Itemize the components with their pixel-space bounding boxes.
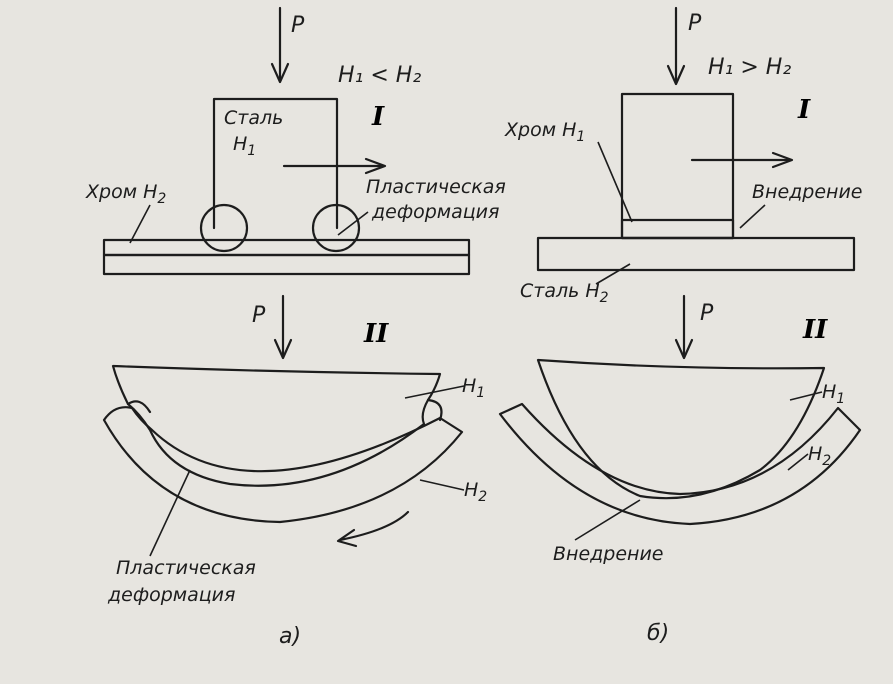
upper-material-label-a: Сталь [224, 107, 283, 129]
leader-bottom-b [574, 499, 641, 541]
caption-a: а) [279, 624, 301, 649]
h2-label-b: H2 [808, 443, 831, 469]
leader-h2-a [419, 479, 465, 491]
force-label-top-a: P [291, 13, 305, 38]
leader-chrome-b [597, 141, 633, 223]
motion-arrow-b [690, 151, 794, 169]
leader-penetration-b [739, 204, 766, 229]
force-label-mid-b: P [700, 301, 714, 326]
upper-curved-body-b [536, 358, 826, 500]
leader-h1-a [404, 385, 465, 399]
panel-a: P H₁ < H₂ I Сталь H1 Хром H2 Пластическа… [85, 6, 506, 649]
lower-material-label-b: Сталь H2 [520, 280, 609, 306]
deformation-bulge-right-a [311, 203, 361, 253]
h2-label-a: H2 [464, 479, 487, 505]
bottom-label-line1-a: Пластическая [116, 557, 256, 579]
leader-chrome-a [129, 204, 151, 244]
stage-one-label-a: I [371, 102, 385, 132]
leader-h1-b [789, 391, 823, 401]
force-arrow-mid-a [273, 294, 293, 360]
force-arrow-mid-b [674, 294, 694, 360]
penetration-label-b: Внедрение [752, 181, 863, 203]
caption-b: б) [647, 621, 669, 646]
leader-bottom-a [149, 469, 191, 557]
stage2-bulge-left-a [126, 400, 152, 414]
steel-base-a [102, 253, 471, 276]
penetration-zone-b [620, 218, 735, 240]
bottom-label-line2-a: деформация [107, 584, 235, 606]
steel-base-b [536, 236, 856, 272]
steel-block-a [212, 97, 339, 230]
h1-label-b: H1 [822, 381, 845, 407]
stage-two-label-b: II [802, 315, 828, 345]
stage-two-label-a: II [363, 319, 389, 349]
leader-steel-b [595, 263, 631, 285]
hardness-relation-a: H₁ < H₂ [338, 63, 421, 88]
leader-h2-b [787, 453, 809, 471]
panel-b: P H₁ > H₂ I Хром H1 Внедрение Сталь H2 P… [498, 6, 863, 646]
stage-one-label-b: I [797, 95, 811, 125]
deformation-bulge-left-a [199, 203, 249, 253]
lower-curved-body-a [102, 406, 464, 524]
plastic-label-line2-a: деформация [371, 201, 499, 223]
leader-plastic-a [337, 211, 369, 236]
chrome-block-b [620, 92, 735, 240]
chrome-coating-a [102, 238, 471, 257]
motion-arrow-a [282, 157, 387, 175]
plastic-label-line1-a: Пластическая [366, 176, 506, 198]
upper-curved-body-a [111, 364, 442, 487]
upper-material-label-b: Хром H1 [504, 119, 585, 145]
force-arrow-top-b [666, 6, 686, 86]
upper-material-symbol-a: H1 [233, 133, 256, 159]
h1-label-a: H1 [462, 375, 485, 401]
stage2-bulge-right-a [426, 398, 443, 422]
bottom-label-b: Внедрение [553, 543, 664, 565]
lower-material-label-a: Хром H2 [85, 181, 166, 207]
lower-curved-body-b [498, 402, 862, 526]
force-label-mid-a: P [252, 303, 266, 328]
hardness-relation-b: H₁ > H₂ [708, 55, 791, 80]
force-label-top-b: P [688, 11, 702, 36]
motion-arrow-curved-a [336, 510, 410, 548]
force-arrow-top-a [270, 6, 290, 84]
